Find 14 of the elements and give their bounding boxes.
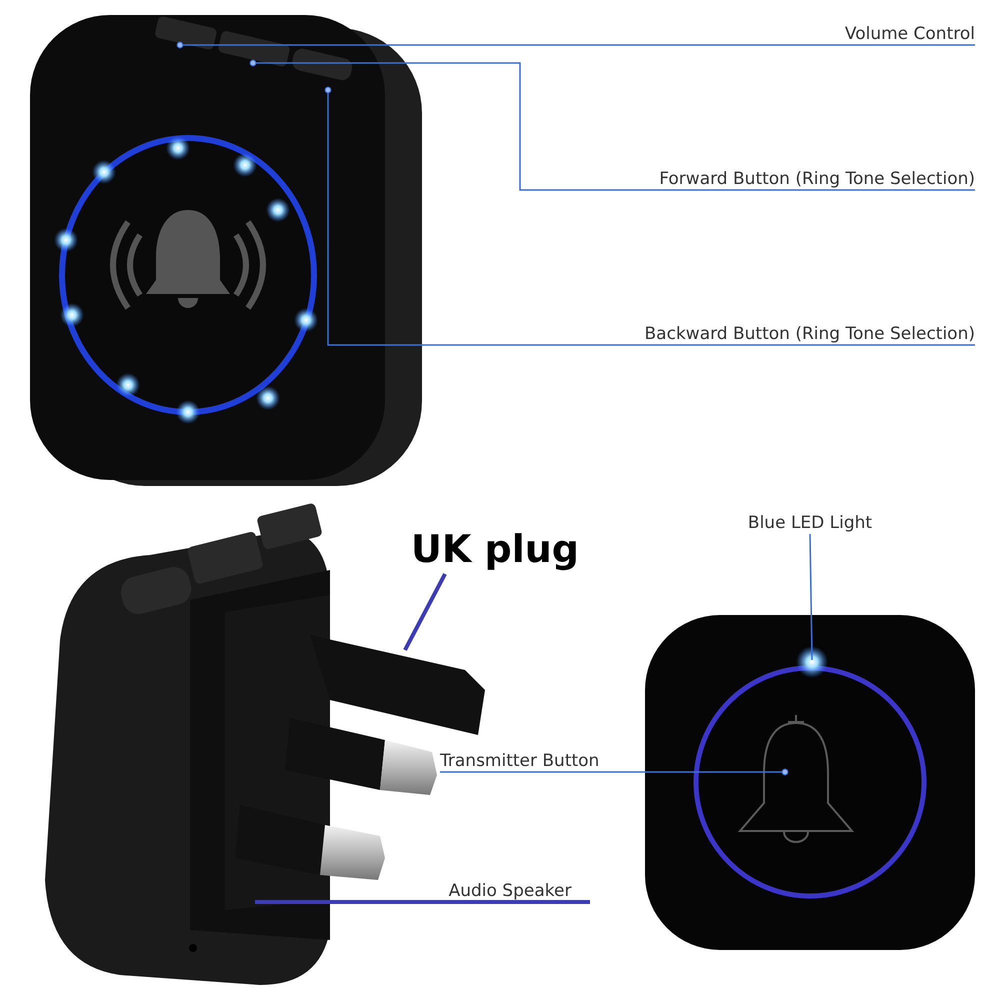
leader-line xyxy=(176,42,975,48)
callout-label: Transmitter Button xyxy=(440,750,600,772)
callout-label: UK plug xyxy=(410,526,579,573)
callout-label: Forward Button (Ring Tone Selection) xyxy=(659,168,975,190)
leader-line xyxy=(250,60,975,191)
leader-line xyxy=(440,768,788,776)
callout-label: Backward Button (Ring Tone Selection) xyxy=(644,322,975,345)
callout-label: Audio Speaker xyxy=(448,880,572,902)
callout-label: Volume Control xyxy=(844,22,975,45)
leader-line xyxy=(403,573,447,651)
callout-label: Blue LED Light xyxy=(748,512,872,534)
leader-line xyxy=(324,86,975,346)
leader-line xyxy=(809,534,813,660)
leader-line xyxy=(255,900,590,904)
